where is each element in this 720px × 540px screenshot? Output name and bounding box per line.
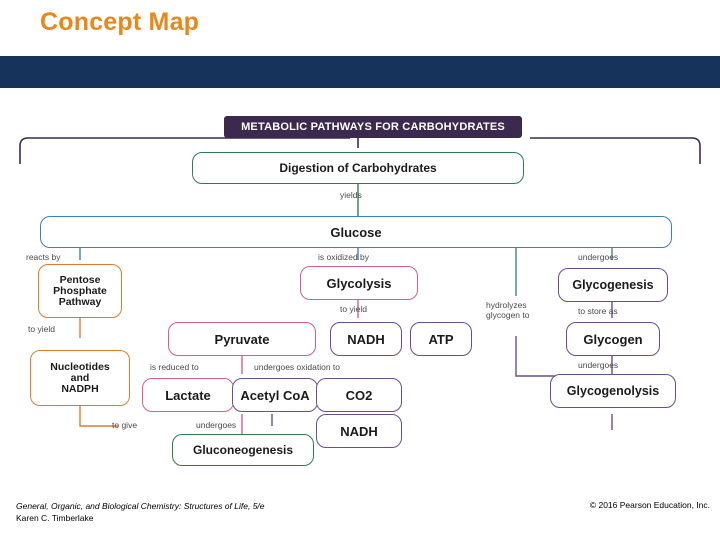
node-acetyl-coa: Acetyl CoA xyxy=(232,378,318,412)
footer-author: Karen C. Timberlake xyxy=(16,513,94,523)
node-glycogenolysis: Glycogenolysis xyxy=(550,374,676,408)
connector-label-to-yield-left: to yield xyxy=(28,324,55,334)
node-nadh-1: NADH xyxy=(330,322,402,356)
footer-citation: General, Organic, and Biological Chemist… xyxy=(16,500,436,524)
navy-divider-band xyxy=(0,56,720,88)
connector-label-reacts-by: reacts by xyxy=(26,252,61,262)
node-co2: CO2 xyxy=(316,378,402,412)
concept-map-diagram: METABOLIC PATHWAYS FOR CARBOHYDRATES Dig… xyxy=(0,96,720,496)
connector-label-to-yield-mid: to yield xyxy=(340,304,367,314)
node-lactate: Lactate xyxy=(142,378,234,412)
node-metabolic-pathways-title: METABOLIC PATHWAYS FOR CARBOHYDRATES xyxy=(224,116,522,138)
node-atp: ATP xyxy=(410,322,472,356)
connector-label-hydrolyzes-glycogen-to: hydrolyzes glycogen to xyxy=(486,300,530,320)
node-pentose-phosphate-pathway: Pentose Phosphate Pathway xyxy=(38,264,122,318)
footer-copyright: © 2016 Pearson Education, Inc. xyxy=(589,500,710,510)
connector-label-undergoes-glycogenolysis: undergoes xyxy=(578,360,619,370)
node-digestion-of-carbohydrates: Digestion of Carbohydrates xyxy=(192,152,524,184)
connector-label-is-oxidized-by: is oxidized by xyxy=(318,252,370,262)
footer-book-title: General, Organic, and Biological Chemist… xyxy=(16,501,265,511)
node-glucose: Glucose xyxy=(40,216,672,248)
connector-label-undergoes-top: undergoes xyxy=(578,252,619,262)
node-pyruvate: Pyruvate xyxy=(168,322,316,356)
connector-label-yields: yields xyxy=(340,190,362,200)
page-title: Concept Map xyxy=(40,8,200,36)
connector-label-to-give: to give xyxy=(112,420,138,430)
node-nadh-2: NADH xyxy=(316,414,402,448)
header-band: Concept Map xyxy=(0,0,720,56)
node-glycogenesis: Glycogenesis xyxy=(558,268,668,302)
connector-label-to-store-as: to store as xyxy=(578,306,618,316)
connector-label-is-reduced-to: is reduced to xyxy=(150,362,199,372)
node-glycolysis: Glycolysis xyxy=(300,266,418,300)
node-gluconeogenesis: Gluconeogenesis xyxy=(172,434,314,466)
connector-label-undergoes-oxidation-to: undergoes oxidation to xyxy=(254,362,341,372)
node-nucleotides-and-nadph: Nucleotides and NADPH xyxy=(30,350,130,406)
node-glycogen: Glycogen xyxy=(566,322,660,356)
connector-label-undergoes-gluconeogenesis: undergoes xyxy=(196,420,237,430)
